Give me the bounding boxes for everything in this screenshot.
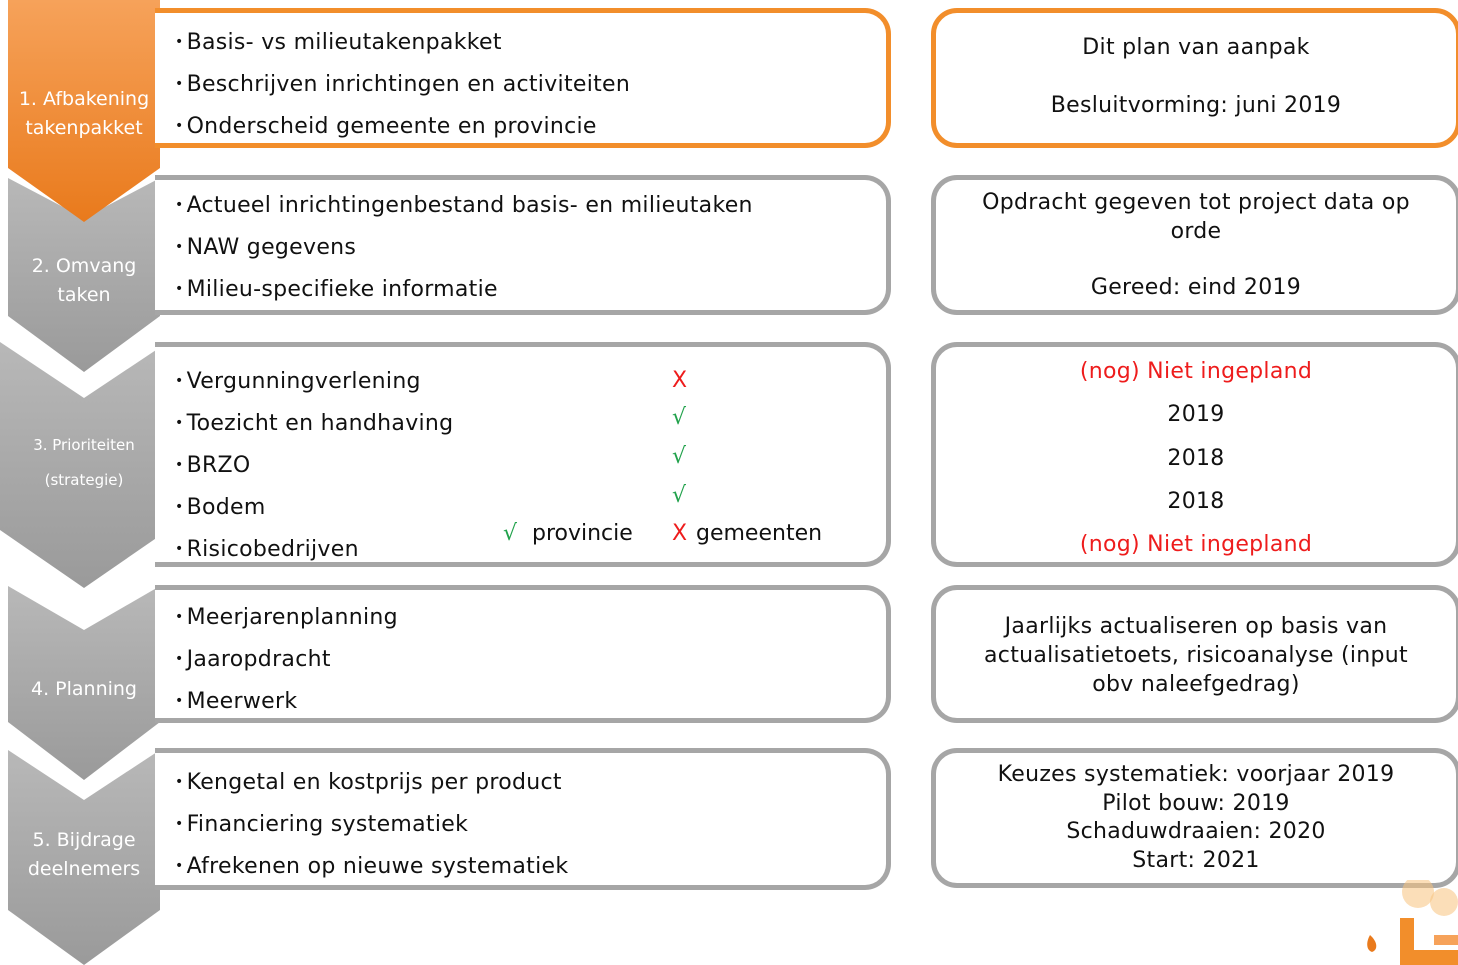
step-4-item: Jaaropdracht <box>175 640 398 682</box>
step-5-status: Keuzes systematiek: voorjaar 2019 <box>997 762 1395 787</box>
step-label-4: 4. Planning <box>30 678 137 700</box>
check-mark: √ <box>672 444 687 469</box>
step-5-item: Kengetal en kostprijs per product <box>175 763 568 805</box>
chevron-step-5 <box>8 750 160 965</box>
chevron-step-1 <box>8 0 160 222</box>
step-4-status: Jaarlijks actualiseren op basis van actu… <box>984 614 1408 697</box>
step-1-status-box: Dit plan van aanpak Besluitvorming: juni… <box>931 8 1458 148</box>
step-4-tasks-box: Meerjarenplanning Jaaropdracht Meerwerk <box>155 585 891 723</box>
step-5-item: Financiering systematiek <box>175 805 568 847</box>
step-1-status: Besluitvorming: juni 2019 <box>1050 93 1342 118</box>
step-3-item: Vergunningverlening <box>175 362 453 404</box>
chevron-step-3 <box>0 342 168 588</box>
step-3-status: (nog) Niet ingepland <box>1079 359 1313 384</box>
step-1-item: Onderscheid gemeente en provincie <box>175 107 630 149</box>
step-3-status: 2019 <box>1167 402 1225 427</box>
logo-icon <box>1367 880 1458 965</box>
step-1-status: Dit plan van aanpak <box>1082 35 1310 60</box>
step-2-status: Gereed: eind 2019 <box>1090 275 1302 300</box>
step-3-tasks-box: Vergunningverlening Toezicht en handhavi… <box>155 342 891 567</box>
step-label-3: 3. Prioriteiten(strategie) <box>33 436 135 489</box>
step-2-status: Opdracht gegeven tot project data op ord… <box>982 190 1410 244</box>
step-2-tasks-box: Actueel inrichtingenbestand basis- en mi… <box>155 175 891 315</box>
step-5-tasks-box: Kengetal en kostprijs per product Financ… <box>155 748 891 890</box>
check-mark: √ <box>672 405 687 430</box>
chevron-step-2 <box>8 178 160 372</box>
step-3-status-box: (nog) Niet ingepland 2019 2018 2018 (nog… <box>931 342 1458 567</box>
step-2-item: Actueel inrichtingenbestand basis- en mi… <box>175 186 753 228</box>
risk-province-label: provincie <box>532 521 633 546</box>
cross-mark: X <box>672 521 688 546</box>
step-4-item: Meerjarenplanning <box>175 598 398 640</box>
step-3-status: 2018 <box>1167 446 1225 471</box>
step-1-tasks-box: Basis- vs milieutakenpakket Beschrijven … <box>155 8 891 148</box>
step-3-item: Risicobedrijven <box>175 530 453 572</box>
step-2-item: Milieu-specifieke informatie <box>175 270 753 312</box>
step-1-item: Beschrijven inrichtingen en activiteiten <box>175 65 630 107</box>
check-mark: √ <box>672 483 687 508</box>
step-3-status: 2018 <box>1167 489 1225 514</box>
process-chevrons <box>0 0 168 965</box>
check-mark: √ <box>503 521 518 546</box>
step-5-status-list: Keuzes systematiek: voorjaar 2019 Pilot … <box>936 761 1456 875</box>
step-2-item: NAW gegevens <box>175 228 753 270</box>
step-1-item: Basis- vs milieutakenpakket <box>175 23 630 65</box>
step-5-item: Afrekenen op nieuwe systematiek <box>175 847 569 889</box>
step-3-status: (nog) Niet ingepland <box>1079 532 1313 557</box>
step-5-status: Pilot bouw: 2019 <box>1102 790 1290 816</box>
step-2-status-box: Opdracht gegeven tot project data op ord… <box>931 175 1458 315</box>
step-5-status-box: Keuzes systematiek: voorjaar 2019 Pilot … <box>931 748 1458 888</box>
cross-mark: X <box>672 368 688 393</box>
step-4-status-box: Jaarlijks actualiseren op basis van actu… <box>931 585 1458 723</box>
step-4-item: Meerwerk <box>175 682 398 724</box>
step-3-item: BRZO <box>175 446 453 488</box>
step-3-item: Toezicht en handhaving <box>175 404 454 446</box>
step-5-status: Start: 2021 <box>1132 847 1260 873</box>
step-5-status: Schaduwdraaien: 2020 <box>1066 819 1326 844</box>
risk-municipality-label: gemeenten <box>696 521 823 546</box>
chevron-step-4 <box>8 586 160 780</box>
step-3-item: Bodem <box>175 488 453 530</box>
